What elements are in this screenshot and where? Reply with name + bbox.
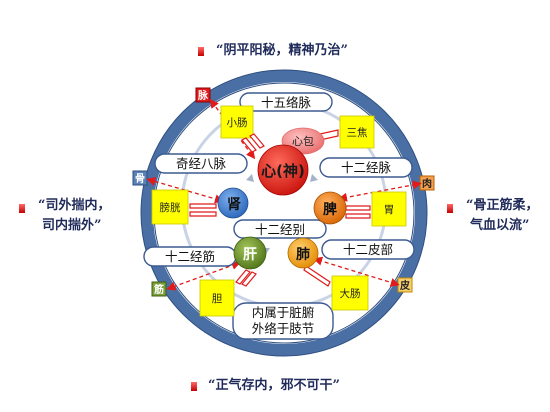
label-shiwu-luomai: 十五络脉 xyxy=(239,92,333,112)
neishu-line2: 外络于肢节 xyxy=(252,321,315,336)
label-shier-pibu: 十二皮部 xyxy=(321,239,415,260)
organ-gan: 肝 xyxy=(233,236,267,270)
svg-text:十五络脉: 十五络脉 xyxy=(261,95,312,110)
svg-text:心包: 心包 xyxy=(292,135,314,148)
svg-text:胆: 胆 xyxy=(212,293,223,305)
svg-text:奇经八脉: 奇经八脉 xyxy=(176,156,227,171)
link-gan-dan xyxy=(235,269,257,287)
quote-right-line2: 气血以流” xyxy=(470,218,530,233)
svg-text:十二经脉: 十二经脉 xyxy=(341,160,392,175)
label-shier-jingbie: 十二经别 xyxy=(233,219,327,239)
ring-tag-mai: 脉 xyxy=(195,87,211,103)
svg-text:十二皮部: 十二皮部 xyxy=(343,242,393,257)
quote-bottom: “正气存内，邪不可干” xyxy=(208,378,340,393)
link-pi-wei xyxy=(345,205,371,219)
ring-tag-gu: 骨 xyxy=(132,170,148,186)
bullet-right xyxy=(447,204,453,213)
label-shier-jingjin: 十二经筋 xyxy=(143,246,237,267)
bowel-dan: 胆 xyxy=(199,279,235,317)
neishu-line1: 内属于脏腑 xyxy=(252,305,315,320)
svg-text:肝: 肝 xyxy=(243,247,257,263)
arrow-pi-rou xyxy=(337,180,422,202)
organ-pi: 脾 xyxy=(313,191,347,225)
svg-text:小肠: 小肠 xyxy=(227,117,248,129)
quote-top: “阴平阳秘，精神乃治” xyxy=(216,43,348,58)
bullet-top xyxy=(198,47,204,56)
arrow-gan-jin xyxy=(166,261,241,291)
svg-text:脾: 脾 xyxy=(323,201,337,218)
bowel-xiaochang: 小肠 xyxy=(220,105,254,139)
link-xin-xiaochang xyxy=(241,133,265,153)
bullet-bottom xyxy=(191,382,197,391)
organ-shen: 肾 xyxy=(217,187,249,219)
label-shier-jingmai: 十二经脉 xyxy=(319,157,413,178)
ring-tag-pi: 皮 xyxy=(397,277,413,293)
ring-tag-rou-label: 肉 xyxy=(422,177,432,190)
bullet-left xyxy=(19,204,25,213)
label-qijing-bamai: 奇经八脉 xyxy=(154,153,248,174)
svg-text:肾: 肾 xyxy=(227,197,241,213)
bowel-wei: 胃 xyxy=(371,191,407,227)
ring-tag-rou: 肉 xyxy=(419,175,435,191)
organ-fei: 肺 xyxy=(287,237,319,269)
svg-text:十二经别: 十二经别 xyxy=(255,222,305,237)
quote-right-line1: “骨正筋柔， xyxy=(466,198,539,213)
svg-text:膀胱: 膀胱 xyxy=(160,201,181,214)
svg-text:心(神): 心(神) xyxy=(261,162,305,180)
bowel-sanjiao: 三焦 xyxy=(339,115,375,149)
label-neishu-waluo: 内属于脏腑 外络于肢节 xyxy=(232,302,334,340)
svg-text:大肠: 大肠 xyxy=(340,287,361,300)
link-fei-dachang xyxy=(303,265,331,287)
ring-tag-gu-label: 骨 xyxy=(135,173,145,185)
link-shen-pangguang xyxy=(189,203,217,217)
svg-text:肺: 肺 xyxy=(296,247,310,263)
bowel-dachang: 大肠 xyxy=(331,275,369,311)
ring-tag-mai-label: 脉 xyxy=(197,89,209,102)
quote-left-line1: “司外揣内， xyxy=(38,198,111,213)
ring-tag-jin-label: 筋 xyxy=(153,283,164,296)
organ-xin: 心(神) xyxy=(257,144,309,196)
bowel-pangguang: 膀胱 xyxy=(151,189,189,225)
svg-text:胃: 胃 xyxy=(384,204,395,216)
svg-text:三焦: 三焦 xyxy=(347,126,368,139)
svg-text:十二经筋: 十二经筋 xyxy=(165,249,215,264)
outer-ring-outer-edge xyxy=(140,69,428,357)
quote-left-line2: 司内揣外” xyxy=(42,218,102,233)
ring-tag-pi-label: 皮 xyxy=(399,279,410,292)
ring-tag-jin: 筋 xyxy=(151,281,167,297)
outer-ring xyxy=(141,70,427,356)
